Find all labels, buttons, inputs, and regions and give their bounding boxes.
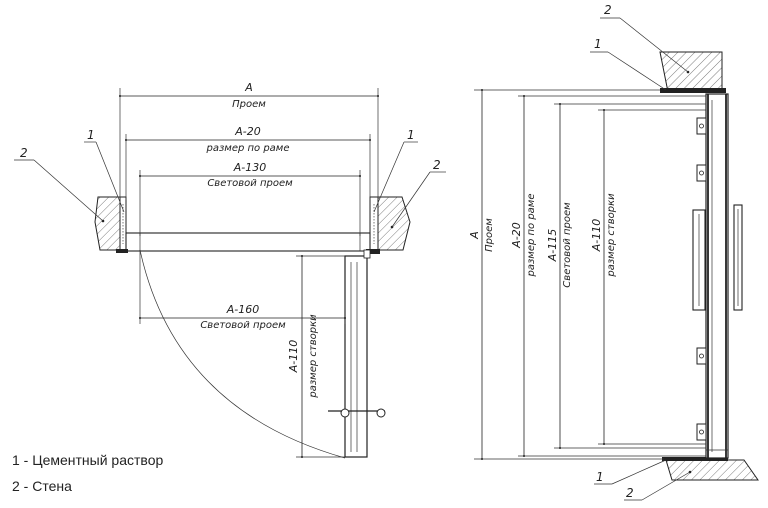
plan-dim-frame: A-20 размер по раме xyxy=(124,125,372,200)
elev-callouts: 2 1 1 2 xyxy=(590,3,691,501)
plan-dim-leaf: A-110 размер створки xyxy=(287,254,345,459)
right-wall xyxy=(369,196,411,251)
plan-open-light-name: Световой проем xyxy=(200,320,286,331)
open-door-leaf xyxy=(328,249,386,458)
elev-dim-leaf: A-110 размер створки xyxy=(590,108,706,446)
legend-item-wall: 2 - Стена xyxy=(12,478,72,494)
plan-overall-dim: A xyxy=(244,81,253,94)
plan-callouts: 1 2 1 2 xyxy=(14,128,446,228)
hinges xyxy=(696,117,707,441)
top-wall xyxy=(659,51,726,93)
elev-light-name: Световой проем xyxy=(562,202,573,288)
plan-leaf-name: размер створки xyxy=(308,314,319,399)
elev-dim-overall: A Проем xyxy=(468,88,664,461)
callout-bottom-1: 1 xyxy=(596,470,604,484)
elev-dim-light: A-115 Световой проем xyxy=(546,102,706,450)
elev-leaf-name: размер створки xyxy=(606,193,617,278)
bottom-wall xyxy=(662,457,759,481)
door-handles xyxy=(692,204,743,311)
plan-frame-name: размер по раме xyxy=(205,143,289,154)
callout-right-1: 1 xyxy=(407,128,415,142)
plan-dim-light: A-130 Световой проем xyxy=(138,161,362,236)
elev-light-dim: A-115 xyxy=(546,229,559,263)
elevation-frame xyxy=(705,93,729,459)
legend-item-mortar: 1 - Цементный раствор xyxy=(12,452,164,468)
plan-open-light-dim: A-160 xyxy=(226,303,260,316)
callout-top-1: 1 xyxy=(594,37,602,51)
plan-frame-dim: A-20 xyxy=(234,125,261,138)
elev-dim-frame: A-20 размер по раме xyxy=(510,94,706,458)
elevation-view: A Проем A-20 размер по раме A-115 Светов… xyxy=(468,3,759,501)
elev-frame-name: размер по раме xyxy=(526,193,537,277)
callout-left-1: 1 xyxy=(87,128,95,142)
plan-overall-name: Проем xyxy=(232,99,266,110)
elev-overall-name: Проем xyxy=(484,218,495,252)
callout-top-2: 2 xyxy=(604,3,612,17)
plan-view: A Проем A-20 размер по раме A-130 Светов… xyxy=(14,81,446,459)
callout-left-2: 2 xyxy=(20,146,28,160)
elev-leaf-dim: A-110 xyxy=(590,219,603,253)
callout-bottom-2: 2 xyxy=(626,486,634,500)
plan-dim-open-light: A-160 Световой проем xyxy=(138,250,347,331)
plan-dim-overall: A Проем xyxy=(118,81,380,200)
plan-light-dim: A-130 xyxy=(233,161,267,174)
plan-frame xyxy=(116,232,380,254)
elev-overall-dim: A xyxy=(468,231,481,240)
plan-leaf-dim: A-110 xyxy=(287,340,300,374)
callout-right-2: 2 xyxy=(433,158,441,172)
elev-frame-dim: A-20 xyxy=(510,222,523,249)
plan-light-name: Световой проем xyxy=(207,178,293,189)
